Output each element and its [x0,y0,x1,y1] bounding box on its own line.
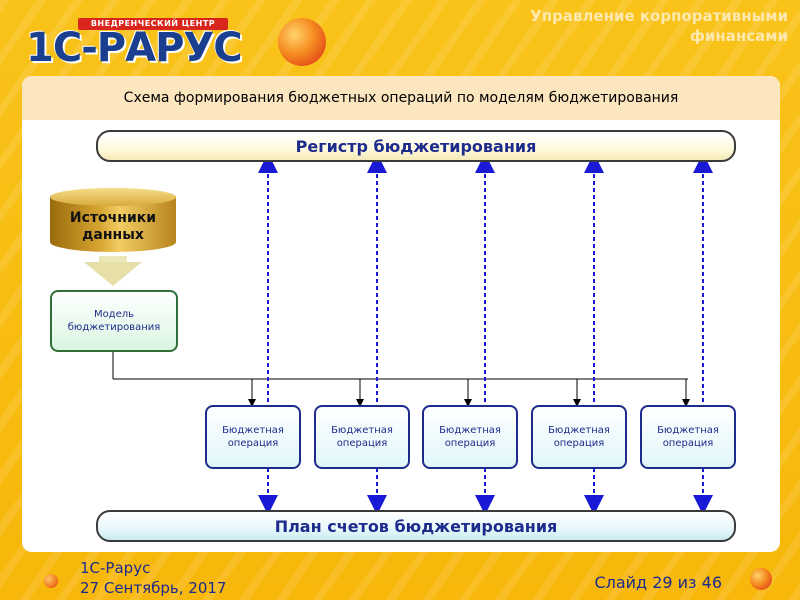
diagram-title: Схема формирования бюджетных операций по… [22,76,780,120]
footer-date: 27 Сентябрь, 2017 [80,579,227,597]
budget-operation-box-4: Бюджетная операция [531,405,627,469]
footer-bullet-icon [44,574,58,588]
slide-number: Слайд 29 из 46 [594,573,722,592]
footer-company: 1С-Рарус [80,559,151,577]
footer-info: 1С-Рарус 27 Сентябрь, 2017 [80,558,226,598]
budget-register-bar: Регистр бюджетирования [96,130,736,162]
company-logo: 1С-РАРУС [26,25,243,71]
budget-operation-box-3: Бюджетная операция [422,405,518,469]
page-title: Управление корпоративными финансами [530,7,788,45]
data-sources-label: Источники данных [69,210,157,243]
footer-sun-icon [750,568,772,590]
budget-model-box: Модель бюджетирования [50,290,178,352]
budget-operation-box-1: Бюджетная операция [205,405,301,469]
data-sources-cylinder-top [50,188,176,206]
sun-logo-icon [278,18,326,66]
logo-tagline: ВНЕДРЕНЧЕСКИЙ ЦЕНТР [78,18,228,30]
funnel-arrow-icon [84,262,142,286]
chart-of-accounts-bar: План счетов бюджетирования [96,510,736,542]
budget-operation-box-5: Бюджетная операция [640,405,736,469]
funnel-stem [99,256,127,264]
budget-operation-box-2: Бюджетная операция [314,405,410,469]
